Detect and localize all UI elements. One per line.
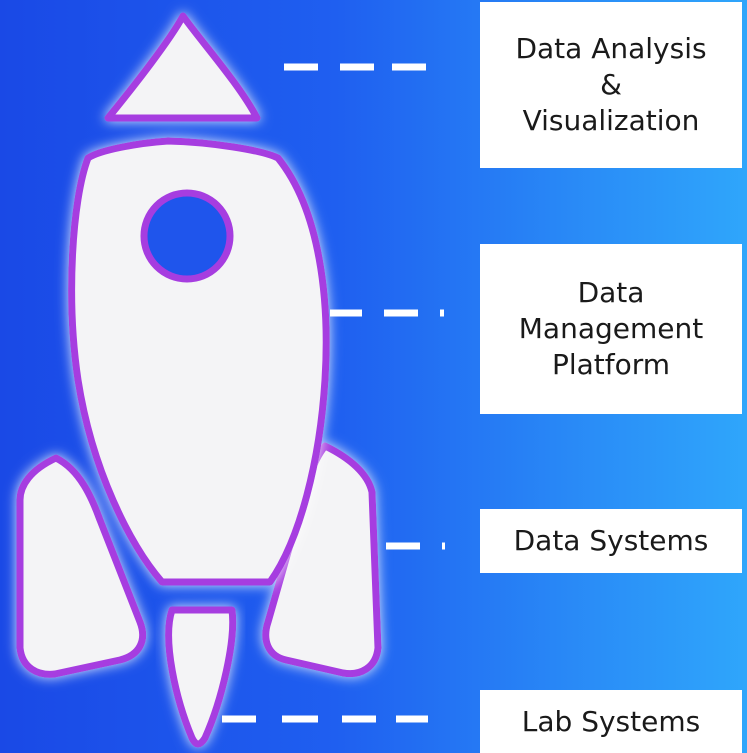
rocket-left-fin [16, 454, 147, 678]
rocket-body [68, 137, 330, 586]
label-line: Visualization [522, 104, 700, 137]
label-data-analysis-visualization: Data Analysis & Visualization [480, 2, 742, 168]
label-line: & [600, 68, 622, 101]
label-line: Lab Systems [521, 704, 701, 738]
label-lab-systems: Lab Systems [480, 690, 742, 753]
rocket-exhaust [165, 606, 237, 748]
label-line: Data Analysis [515, 32, 707, 65]
label-line: Management [518, 312, 704, 345]
label-line: Data [577, 276, 645, 309]
label-line: Platform [551, 348, 671, 381]
label-line: Data Systems [513, 524, 709, 557]
rocket-nose-cone [104, 12, 261, 122]
label-data-systems: Data Systems [480, 509, 742, 573]
label-data-management-platform: Data Management Platform [480, 244, 742, 414]
rocket-window [140, 189, 234, 283]
